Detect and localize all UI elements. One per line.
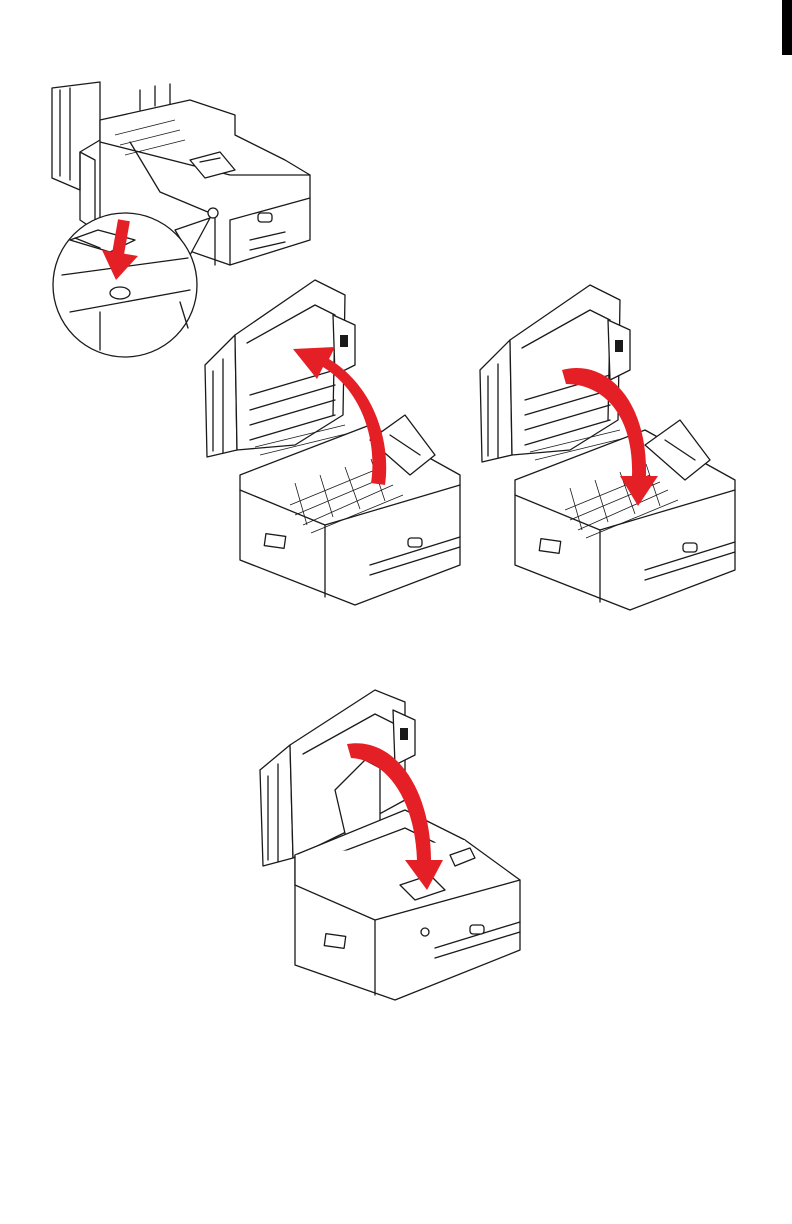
- tray-handle: [683, 543, 697, 552]
- printer-close-scanner-illustration: [255, 680, 530, 1010]
- printer-open-raise-illustration: [195, 275, 470, 610]
- tray-handle: [408, 538, 422, 547]
- magnified-button: [110, 287, 130, 299]
- page-edge-tab: [782, 0, 792, 55]
- tray-handle: [258, 213, 272, 222]
- figure-lower-scanner: [470, 280, 745, 615]
- figure-close-scanner: [255, 680, 530, 1010]
- figure-raise-scanner: [195, 275, 470, 610]
- release-button: [421, 928, 429, 936]
- tray-handle: [470, 925, 484, 934]
- release-button: [208, 208, 218, 218]
- printer-open-lower-illustration: [470, 280, 745, 615]
